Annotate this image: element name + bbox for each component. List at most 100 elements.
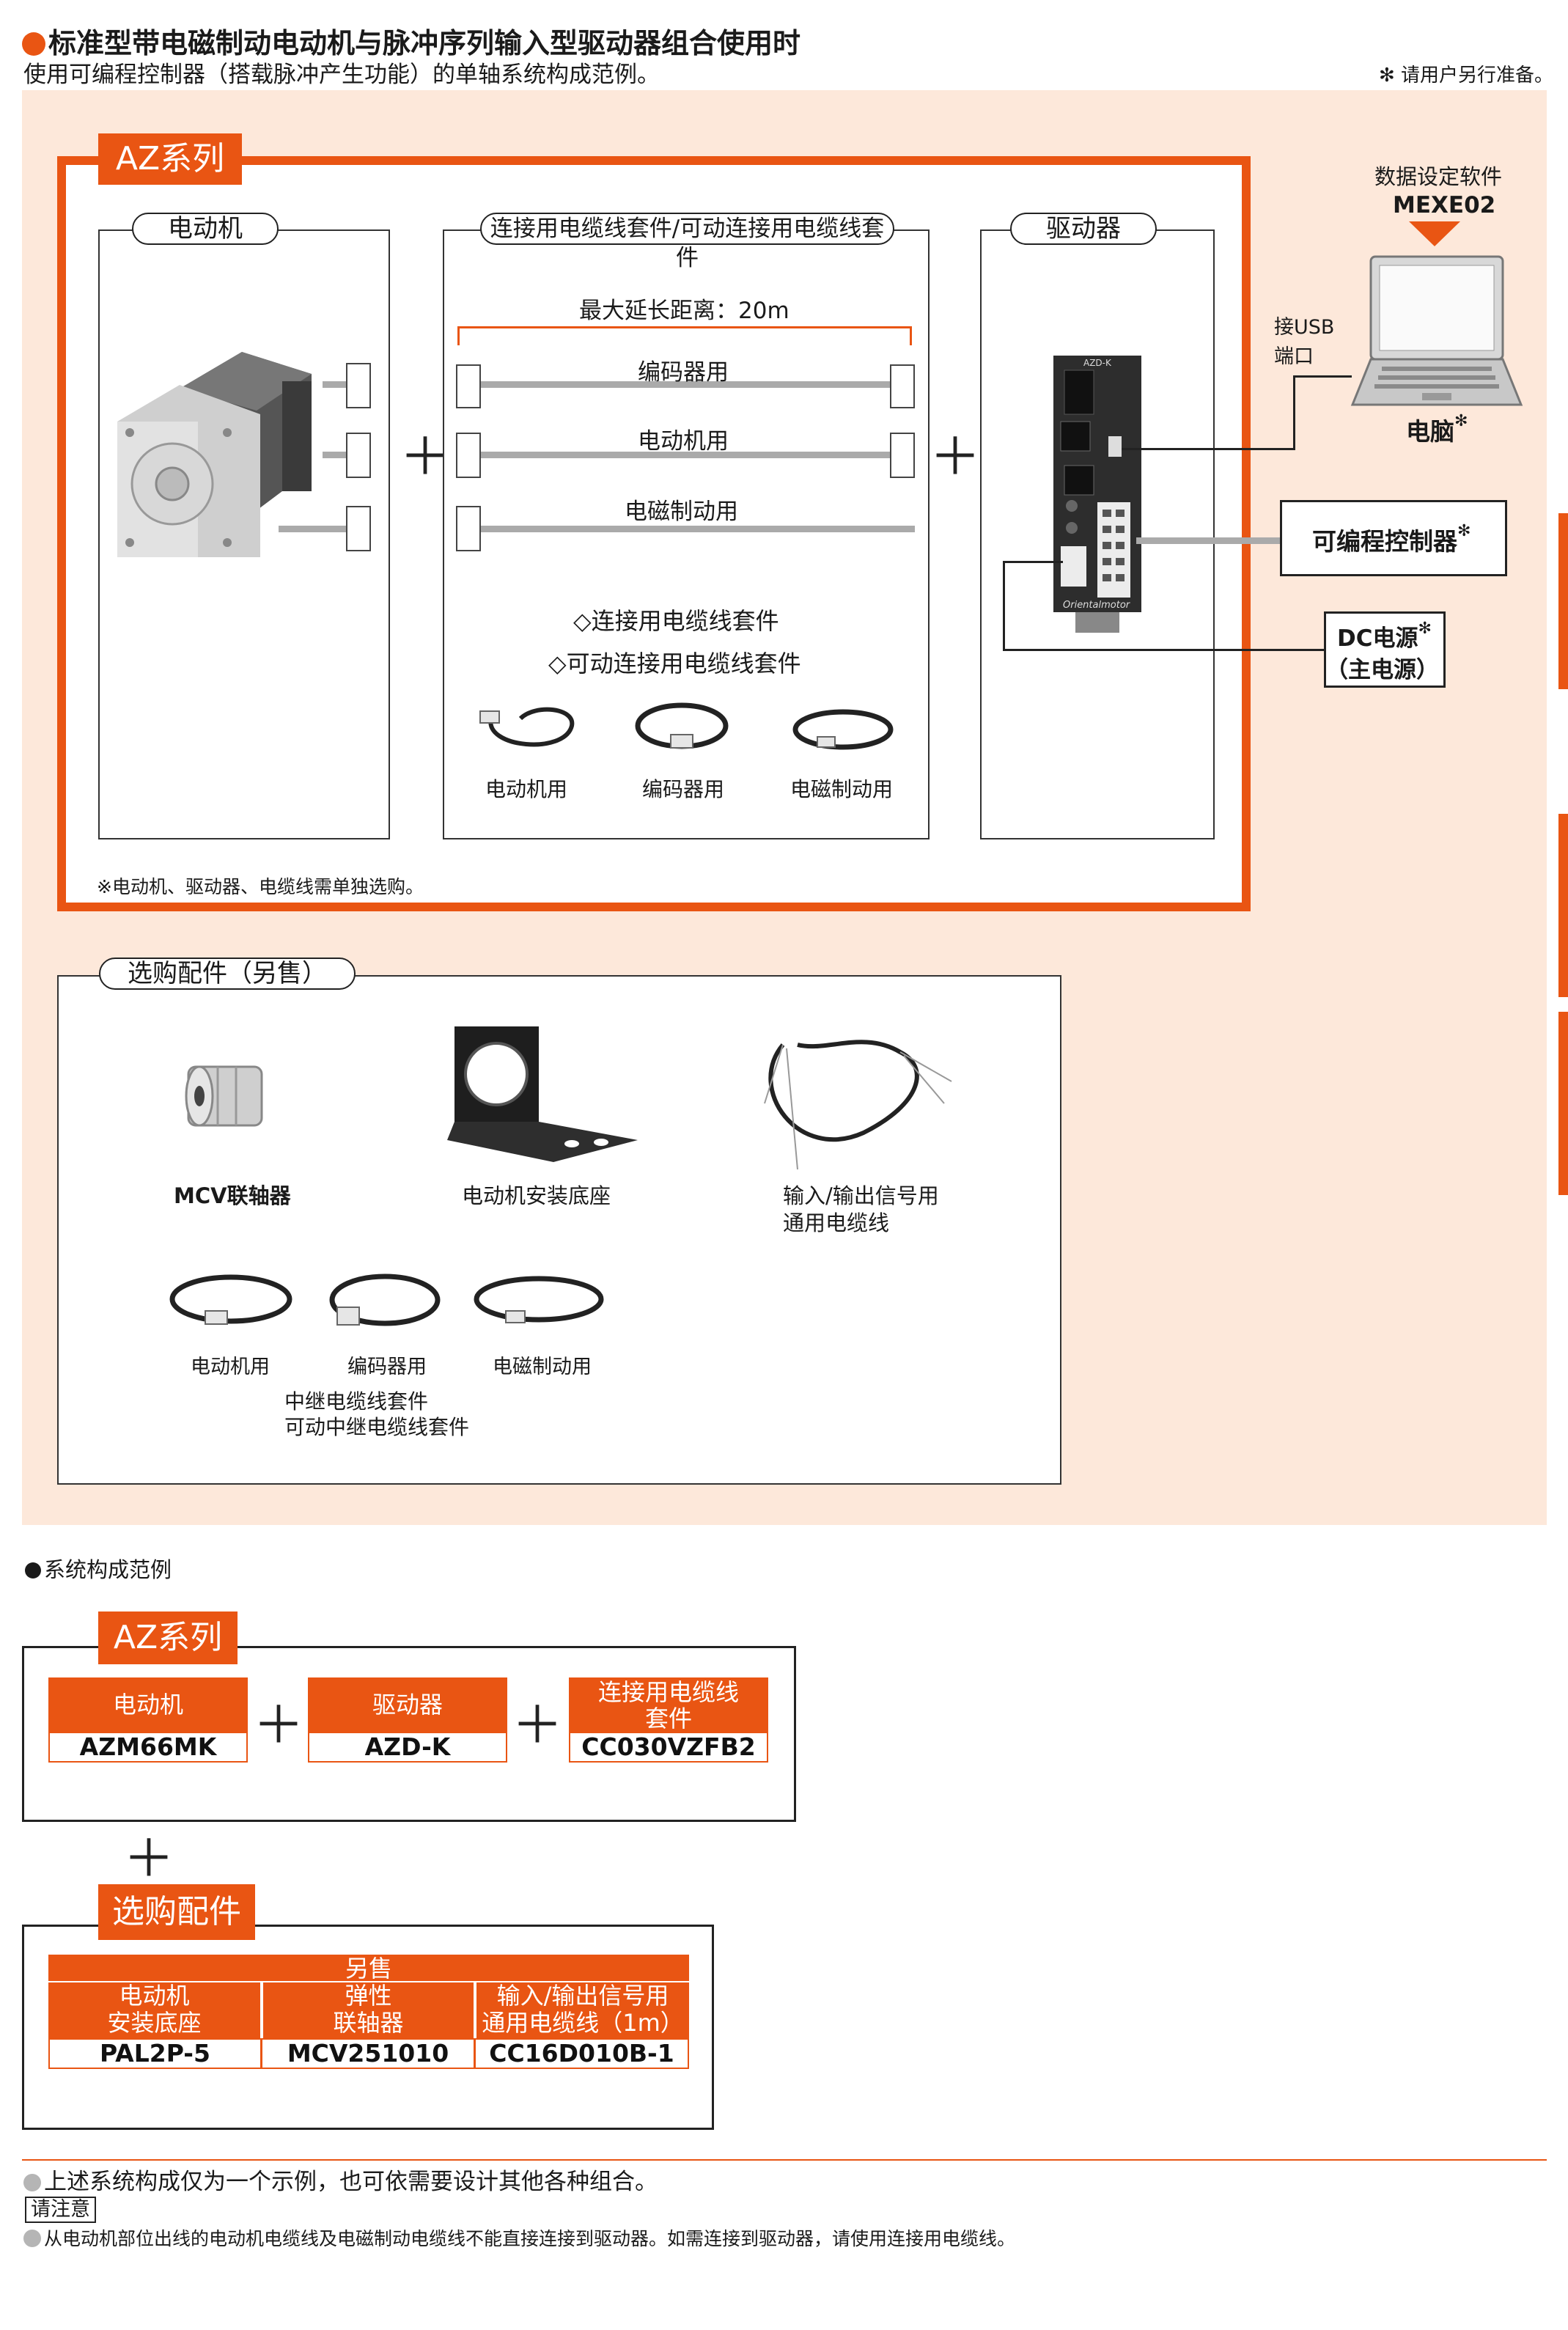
plc-label: 可编程控制器✻ [1312,522,1471,556]
dc-line-top [1003,561,1063,563]
sold-separately-header: 另售 [48,1955,689,1982]
option-bracket-label: 电动机 安装底座 [48,1982,260,2038]
ext-kit-label-1: 中继电缆线套件 [284,1389,429,1414]
io-cable-label-1: 输入/输出信号用 [783,1183,939,1208]
footer-note-1: 上述系统构成仅为一个示例，也可依需要设计其他各种组合。 [23,2163,658,2196]
section-subtitle: 使用可编程控制器（搭载脉冲产生功能）的单轴系统构成范例。 [23,62,660,88]
dc-line-bottom [1003,649,1324,651]
plus-icon: ＋ [400,427,451,487]
pc-label: 电脑✻ [1406,412,1468,446]
accessories-box [57,975,1061,1485]
motor-lead-1 [323,381,346,388]
ext-brake-label: 电磁制动用 [493,1356,592,1378]
ext-kit-label-2: 可动中继电缆线套件 [284,1415,470,1439]
dc-line-v [1003,561,1005,650]
max-distance-label: 最大延长距离：20m [579,298,789,324]
encoder-cable-label: 编码器用 [638,359,729,386]
footer-divider [22,2159,1547,2161]
bullet-icon [23,2230,41,2247]
option-coupling-model: MCV251010 [261,2038,475,2069]
motor-connector-1 [346,363,371,408]
distance-bracket [457,326,912,345]
ext-encoder-label: 编码器用 [347,1356,427,1378]
option-bracket-model: PAL2P-5 [48,2038,262,2069]
example-cable-model: CC030VZFB2 [569,1732,768,1763]
plus-icon: ＋ [512,1695,563,1755]
driver-image [1053,356,1141,633]
edge-tab-2 [1558,814,1568,997]
example-options-box [22,1925,714,2130]
bracket-image [447,1026,638,1162]
brake-cable-thumb [792,709,894,750]
option-io-cable-label: 输入/输出信号用 通用电缆线（1m） [475,1982,689,2038]
motor-cable-left-connector [456,433,481,478]
accessories-title: 选购配件（另售） [99,958,356,990]
bullet-icon [25,1562,41,1579]
encoder-cable-left-connector [456,364,481,408]
motor-cable-label: 电动机用 [638,428,729,455]
bullet-icon [22,32,45,56]
dc-label-1: DC电源✻ [1337,620,1432,652]
software-name: MEXE02 [1393,192,1496,218]
bracket-label: 电动机安装底座 [462,1183,611,1208]
user-prepare-note: ✻ 请用户另行准备。 [1378,65,1553,87]
motor-cable-right-connector [890,433,915,478]
example-driver-model: AZD-K [308,1732,507,1763]
brake-cable [481,526,915,532]
example-heading: 系统构成范例 [25,1553,172,1584]
brake-cable-label: 电磁制动用 [625,499,738,525]
kit-line-2: ◇可动连接用电缆线套件 [548,650,801,677]
bullet-icon [23,2174,41,2191]
example-series-tag: AZ系列 [98,1611,238,1664]
motor-image [117,352,312,557]
motor-lead-3 [279,526,346,532]
usb-line-h [1122,448,1295,450]
example-motor-model: AZM66MK [48,1732,248,1763]
encoder-cable-thumb [635,702,729,749]
ext-encoder-cable-thumb [329,1274,441,1326]
driver-title: 驱动器 [1010,213,1157,245]
ext-motor-cable-thumb [169,1274,292,1325]
motor-cable [481,452,890,458]
plc-cable [1136,537,1280,544]
plc-box [1280,500,1507,576]
encoder-cable [481,381,890,388]
example-cable-label: 连接用电缆线 套件 [569,1677,768,1732]
driver-brand-print: Orientalmotor [1063,600,1130,611]
io-cable-label-2: 通用电缆线 [783,1210,890,1235]
usb-line-v [1293,375,1295,450]
az-series-tag: AZ系列 [98,133,242,185]
motor-connector-3 [346,506,371,551]
ext-brake-cable-thumb [474,1276,604,1323]
purchase-note: ※电动机、驱动器、电缆线需单独选购。 [97,876,424,897]
edge-tab-1 [1558,513,1568,689]
laptop-image [1350,255,1523,406]
thumb-encoder-label: 编码器用 [642,777,725,801]
kit-line-1: ◇连接用电缆线套件 [573,607,779,635]
plus-icon: ＋ [123,1829,174,1889]
motor-title: 电动机 [132,213,279,245]
plus-icon: ＋ [930,427,981,487]
down-arrow-icon [1409,221,1460,246]
io-cable-image [764,1040,952,1170]
software-label: 数据设定软件 [1374,164,1503,189]
section-title: 标准型带电磁制动电动机与脉冲序列输入型驱动器组合使用时 [22,21,800,61]
plus-icon: ＋ [253,1695,304,1755]
brake-cable-left-connector [456,506,481,551]
usb-line-top [1293,375,1352,378]
driver-model-print: AZD-K [1083,358,1111,368]
example-motor-label: 电动机 [48,1677,248,1732]
footer-note-2: 从电动机部位出线的电动机电缆线及电磁制动电缆线不能直接连接到驱动器。如需连接到驱… [23,2224,1015,2251]
motor-lead-2 [323,452,346,458]
dc-label-2: （主电源） [1325,657,1439,683]
motor-connector-2 [346,433,371,478]
dc-power-box [1324,611,1446,688]
example-driver-label: 驱动器 [308,1677,507,1732]
coupling-image [185,1065,263,1127]
usb-label-2: 端口 [1274,345,1314,368]
option-coupling-label: 弹性 联轴器 [262,1982,474,2038]
thumb-brake-label: 电磁制动用 [790,777,894,801]
example-options-tag: 选购配件 [98,1884,255,1940]
caution-label: 请注意 [25,2197,96,2223]
cable-title: 连接用电缆线套件/可动连接用电缆线套件 [480,213,894,271]
